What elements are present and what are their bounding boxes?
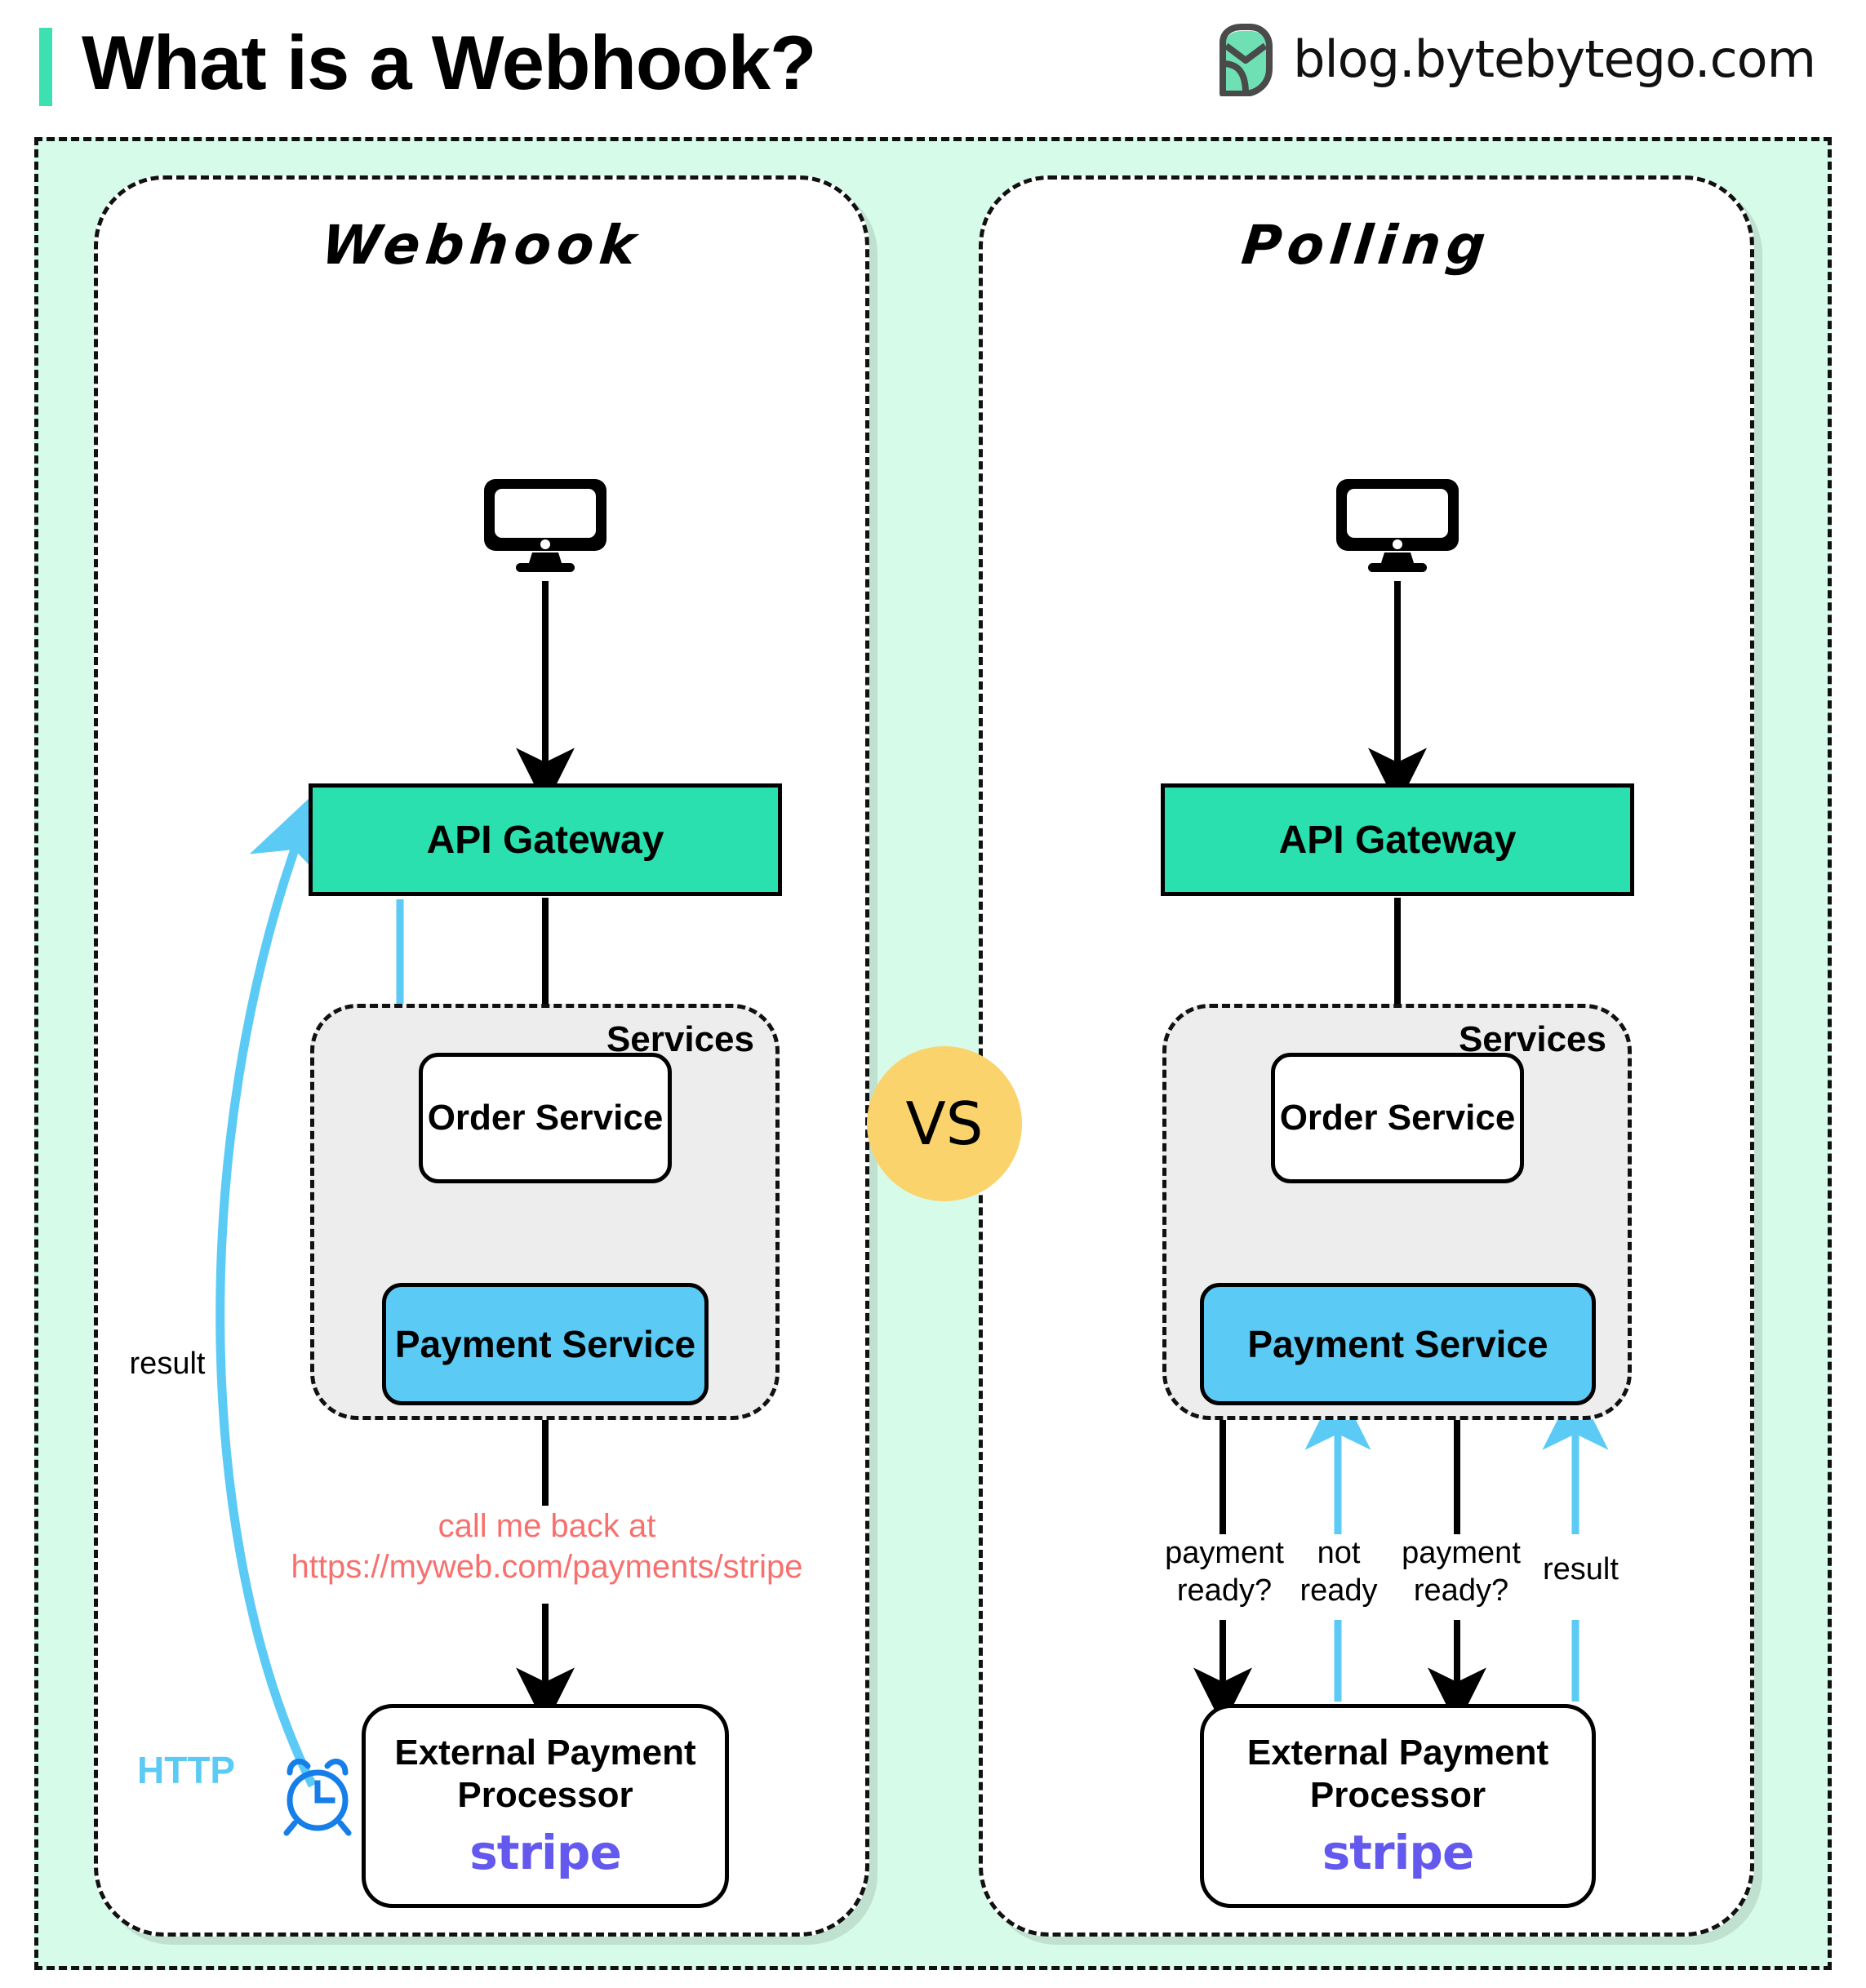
desktop-monitor-icon — [484, 479, 606, 572]
order-service-polling[interactable]: Order Service — [1271, 1053, 1524, 1183]
poll-label-result: result — [1543, 1552, 1619, 1586]
services-label-polling: Services — [1458, 1019, 1606, 1059]
order-service-webhook[interactable]: Order Service — [419, 1053, 672, 1183]
desktop-monitor-icon — [1336, 479, 1459, 572]
bytebytego-logo-icon — [1220, 24, 1273, 96]
http-label-webhook: HTTP — [137, 1749, 236, 1791]
api-gateway-webhook[interactable]: API Gateway — [309, 783, 782, 896]
brand-block: blog.bytebytego.com — [1215, 21, 1816, 96]
poll-label-payment-ready-2: payment ready? — [1402, 1536, 1521, 1609]
page-title: What is a Webhook? — [82, 20, 816, 105]
api-gateway-label: API Gateway — [426, 818, 664, 862]
payment-service-label: Payment Service — [1247, 1323, 1548, 1365]
processor-title: External Payment Processor — [1246, 1733, 1549, 1815]
api-gateway-polling[interactable]: API Gateway — [1161, 783, 1634, 896]
payment-service-webhook[interactable]: Payment Service — [382, 1283, 709, 1405]
title-accent-bar — [39, 28, 52, 106]
stripe-logo: stripe — [469, 1824, 622, 1880]
stripe-logo: stripe — [1322, 1824, 1475, 1880]
result-label-webhook: result — [129, 1347, 206, 1381]
callback-note-webhook: call me back at https://myweb.com/paymen… — [291, 1508, 803, 1586]
poll-label-not-ready: not ready — [1300, 1536, 1378, 1609]
payment-service-label: Payment Service — [394, 1323, 696, 1365]
order-service-label: Order Service — [1279, 1098, 1516, 1138]
external-payment-processor-webhook[interactable]: External Payment Processor stripe — [362, 1704, 729, 1908]
panel-title-polling: Polling — [1238, 214, 1495, 277]
payment-service-polling[interactable]: Payment Service — [1200, 1283, 1596, 1405]
api-gateway-label: API Gateway — [1278, 818, 1517, 862]
panel-title-webhook: Webhook — [318, 214, 645, 277]
vs-badge: VS — [867, 1046, 1022, 1201]
external-payment-processor-polling[interactable]: External Payment Processor stripe — [1200, 1704, 1596, 1908]
processor-title: External Payment Processor — [394, 1733, 696, 1815]
order-service-label: Order Service — [427, 1098, 664, 1138]
alarm-clock-icon — [283, 1758, 352, 1836]
services-label-webhook: Services — [606, 1019, 754, 1059]
brand-url: blog.bytebytego.com — [1293, 29, 1816, 89]
page-header: What is a Webhook? blog.bytebytego.com — [0, 0, 1866, 204]
poll-label-payment-ready-1: payment ready? — [1165, 1536, 1284, 1609]
